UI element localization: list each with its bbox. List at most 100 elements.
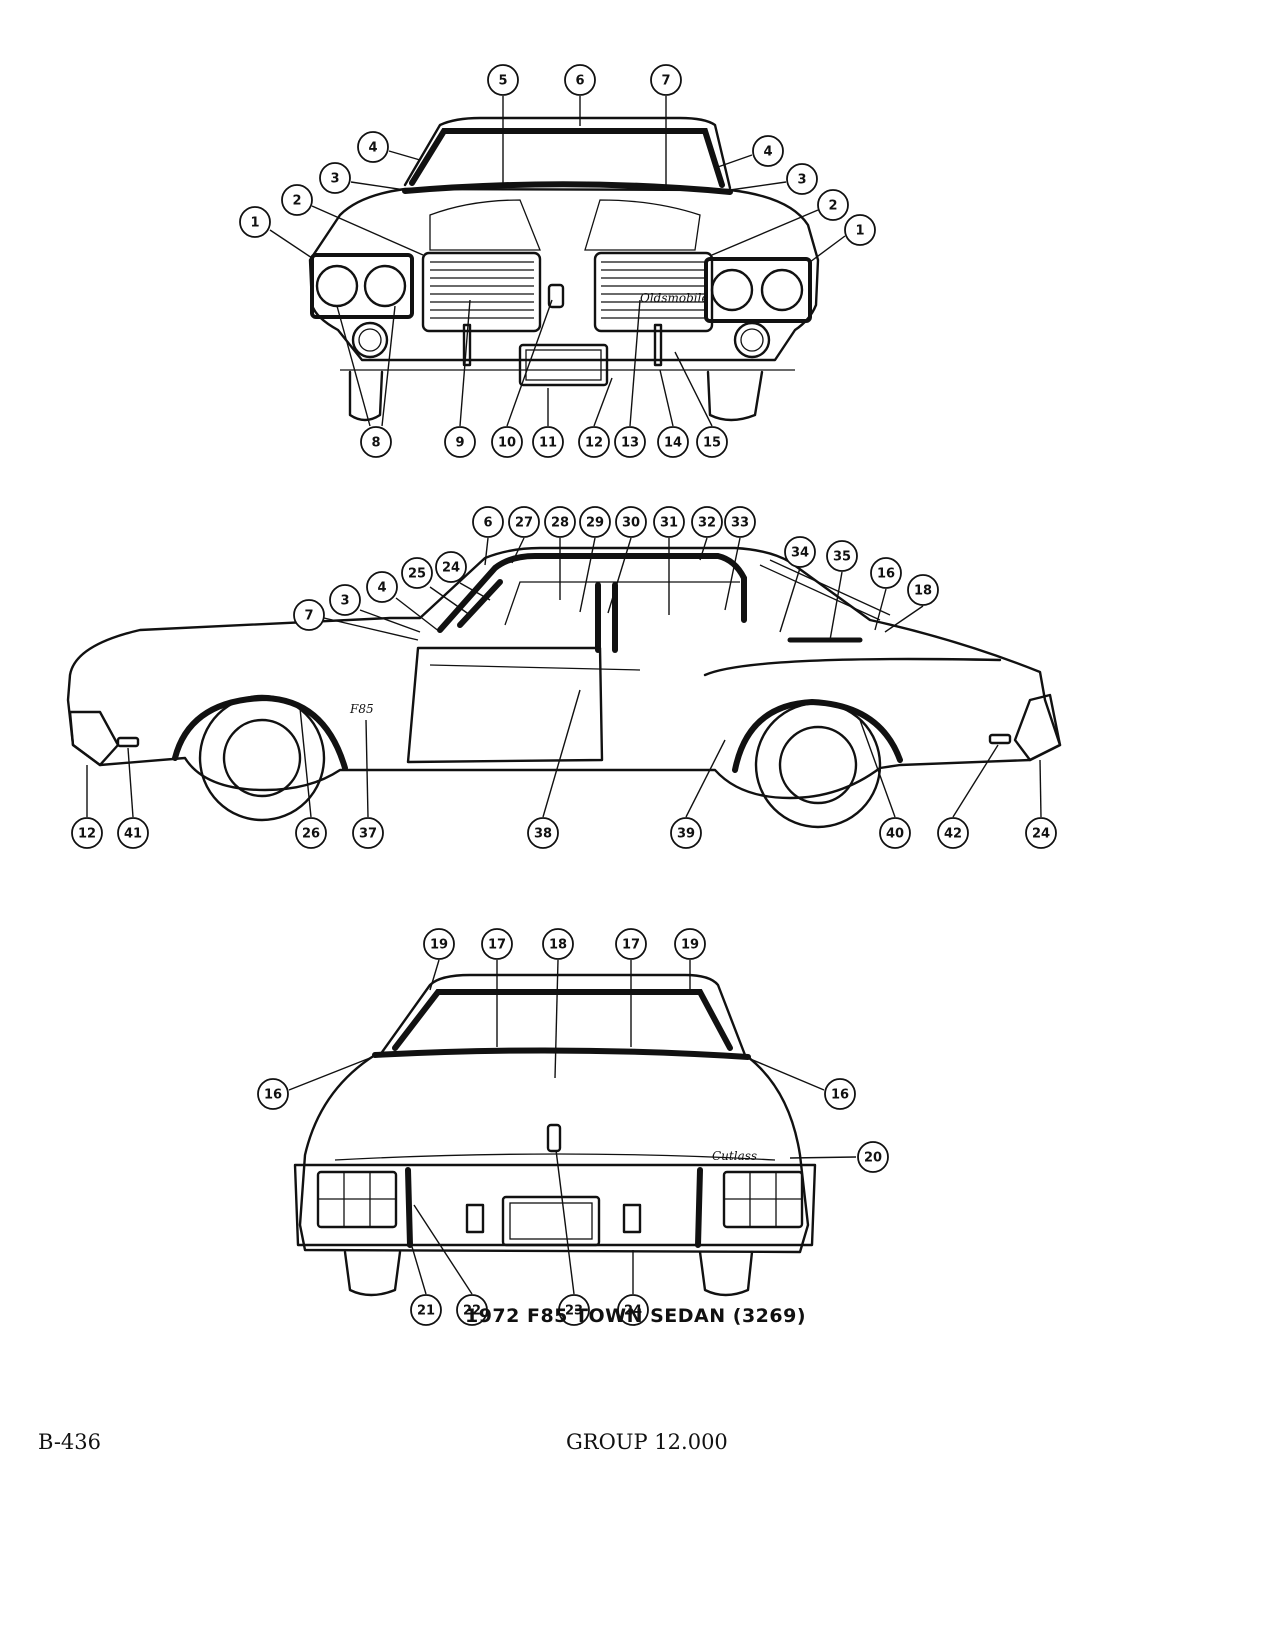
callout-ring (617, 1294, 649, 1326)
callout-number: 1 (250, 216, 259, 231)
callout-number: 1 (855, 224, 864, 239)
callout-number: 6 (483, 516, 492, 531)
callout-side-4: 4 (366, 571, 398, 603)
callout-front-5: 5 (487, 64, 519, 96)
callout-number: 35 (833, 550, 851, 565)
callout-number: 7 (661, 74, 670, 89)
callout-number: 2 (292, 194, 301, 209)
callout-number: 39 (677, 827, 695, 842)
callout-ring (435, 551, 467, 583)
callout-ring (491, 426, 523, 458)
callout-side-42: 42 (937, 817, 969, 849)
callout-front-4: 4 (752, 135, 784, 167)
callout-ring (650, 64, 682, 96)
callout-rear-16: 16 (257, 1078, 289, 1110)
callout-number: 6 (575, 74, 584, 89)
callout-rear-23: 23 (558, 1294, 590, 1326)
callout-ring (653, 506, 685, 538)
callout-ring (564, 64, 596, 96)
callout-number: 24 (624, 1304, 642, 1319)
callout-front-2: 2 (281, 184, 313, 216)
callout-number: 13 (621, 436, 639, 451)
callout-ring (670, 817, 702, 849)
callout-side-24: 24 (435, 551, 467, 583)
callout-ring (879, 817, 911, 849)
front-view: Oldsmobile 112 (239, 64, 876, 458)
callout-rear-17: 17 (481, 928, 513, 960)
callout-side-35: 35 (826, 540, 858, 572)
callout-number: 24 (1032, 827, 1050, 842)
callout-number: 23 (565, 1304, 583, 1319)
callout-number: 37 (359, 827, 377, 842)
callout-front-14: 14 (657, 426, 689, 458)
callout-number: 10 (498, 436, 516, 451)
callout-ring (784, 536, 816, 568)
callout-ring (508, 506, 540, 538)
callout-side-39: 39 (670, 817, 702, 849)
callout-number: 18 (914, 584, 932, 599)
callout-number: 4 (763, 145, 772, 160)
callout-number: 29 (586, 516, 604, 531)
callout-ring (239, 206, 271, 238)
callout-front-7: 7 (650, 64, 682, 96)
callout-number: 32 (698, 516, 716, 531)
callout-number: 5 (498, 74, 507, 89)
callout-number: 31 (660, 516, 678, 531)
callout-ring (71, 817, 103, 849)
callout-number: 27 (515, 516, 533, 531)
callout-side-33: 33 (724, 506, 756, 538)
callout-number: 17 (488, 938, 506, 953)
callout-ring (674, 928, 706, 960)
callout-number: 38 (534, 827, 552, 842)
callout-number: 14 (664, 436, 682, 451)
callout-ring (870, 557, 902, 589)
callout-ring (542, 928, 574, 960)
callout-side-30: 30 (615, 506, 647, 538)
callout-ring (558, 1294, 590, 1326)
callout-front-6: 6 (564, 64, 596, 96)
callout-number: 12 (585, 436, 603, 451)
callout-number: 12 (78, 827, 96, 842)
callout-number: 42 (944, 827, 962, 842)
callout-ring (824, 1078, 856, 1110)
callout-side-28: 28 (544, 506, 576, 538)
callout-side-26: 26 (295, 817, 327, 849)
callout-front-3: 3 (786, 163, 818, 195)
callout-number: 3 (797, 173, 806, 188)
callout-ring (487, 64, 519, 96)
callout-side-18: 18 (907, 574, 939, 606)
callout-ring (691, 506, 723, 538)
callout-number: 16 (831, 1088, 849, 1103)
callout-rear-22: 22 (456, 1294, 488, 1326)
callout-number: 34 (791, 546, 809, 561)
callout-side-32: 32 (691, 506, 723, 538)
callout-number: 28 (551, 516, 569, 531)
callout-ring (527, 817, 559, 849)
callout-front-4: 4 (357, 131, 389, 163)
callout-ring (532, 426, 564, 458)
callout-ring (410, 1294, 442, 1326)
callout-front-10: 10 (491, 426, 523, 458)
callout-front-12: 12 (578, 426, 610, 458)
callout-number: 25 (408, 567, 426, 582)
callout-rear-24: 24 (617, 1294, 649, 1326)
callout-number: 3 (340, 594, 349, 609)
callout-side-40: 40 (879, 817, 911, 849)
callout-number: 11 (539, 436, 557, 451)
callout-ring (826, 540, 858, 572)
callout-ring (696, 426, 728, 458)
callout-ring (293, 599, 325, 631)
callout-ring (281, 184, 313, 216)
callout-side-25: 25 (401, 557, 433, 589)
callout-ring (907, 574, 939, 606)
callout-number: 26 (302, 827, 320, 842)
callout-number: 18 (549, 938, 567, 953)
callout-number: 16 (264, 1088, 282, 1103)
callout-rear-21: 21 (410, 1294, 442, 1326)
callout-ring (544, 506, 576, 538)
callout-side-31: 31 (653, 506, 685, 538)
callout-number: 4 (377, 581, 386, 596)
cutlass-script: Cutlass (712, 1149, 757, 1163)
